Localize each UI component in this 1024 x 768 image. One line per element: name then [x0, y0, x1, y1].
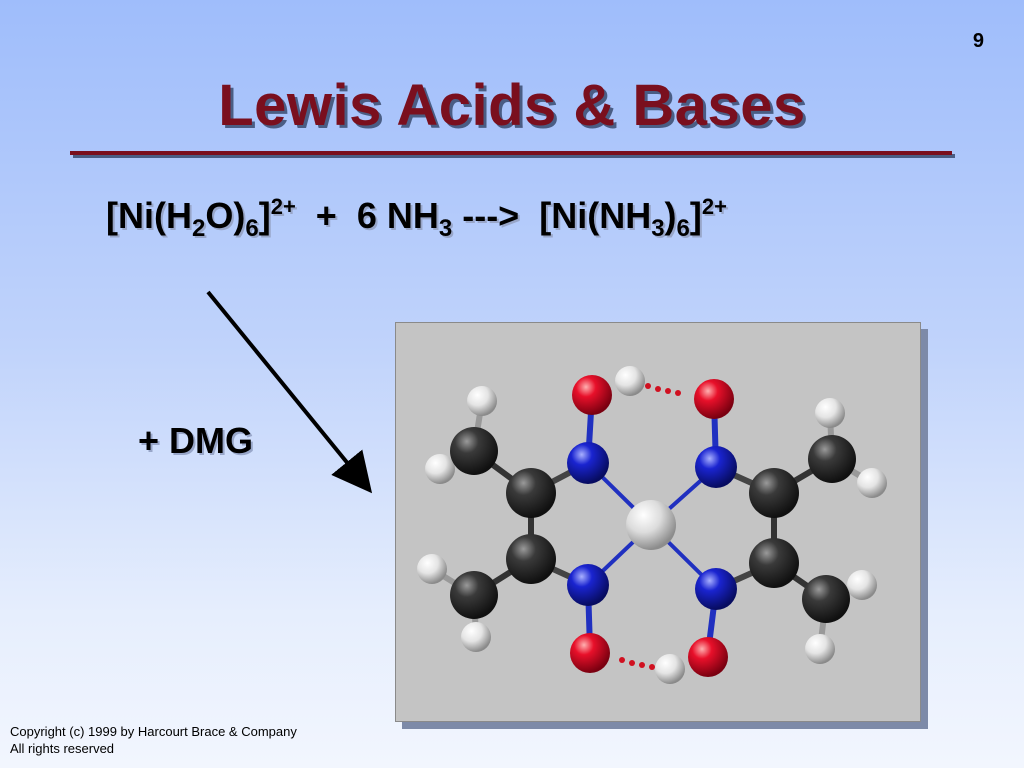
eq-part: + 6 NH [295, 195, 439, 236]
eq-part: ] [689, 195, 702, 236]
reaction-equation: [Ni(H2O)6]2+ + 6 NH3 ---> [Ni(NH3)6]2+ [106, 194, 727, 243]
copyright-line: Copyright (c) 1999 by Harcourt Brace & C… [10, 724, 297, 739]
copyright-footer: Copyright (c) 1999 by Harcourt Brace & C… [10, 723, 297, 757]
eq-sub: 2 [191, 215, 206, 242]
eq-part: ) [664, 195, 677, 236]
eq-charge: 2+ [701, 194, 727, 219]
page-title: Lewis Acids & Bases [218, 73, 806, 138]
eq-part: ] [258, 195, 271, 236]
title-divider [70, 151, 952, 155]
eq-sub: 6 [676, 215, 690, 242]
molecule-image [395, 322, 921, 722]
eq-part: ---> [Ni(NH [452, 195, 652, 236]
eq-charge: 2+ [270, 194, 296, 219]
eq-sub: 3 [651, 215, 665, 242]
eq-part: [Ni(H [106, 195, 192, 236]
eq-sub: 6 [245, 215, 259, 242]
slide-number: 9 [972, 30, 984, 52]
ni-dmg-complex-icon [417, 366, 887, 684]
eq-sub: 3 [438, 215, 453, 242]
eq-part: O) [205, 195, 246, 236]
dmg-reagent-label: + DMG [138, 420, 254, 461]
rights-line: All rights reserved [10, 741, 115, 756]
